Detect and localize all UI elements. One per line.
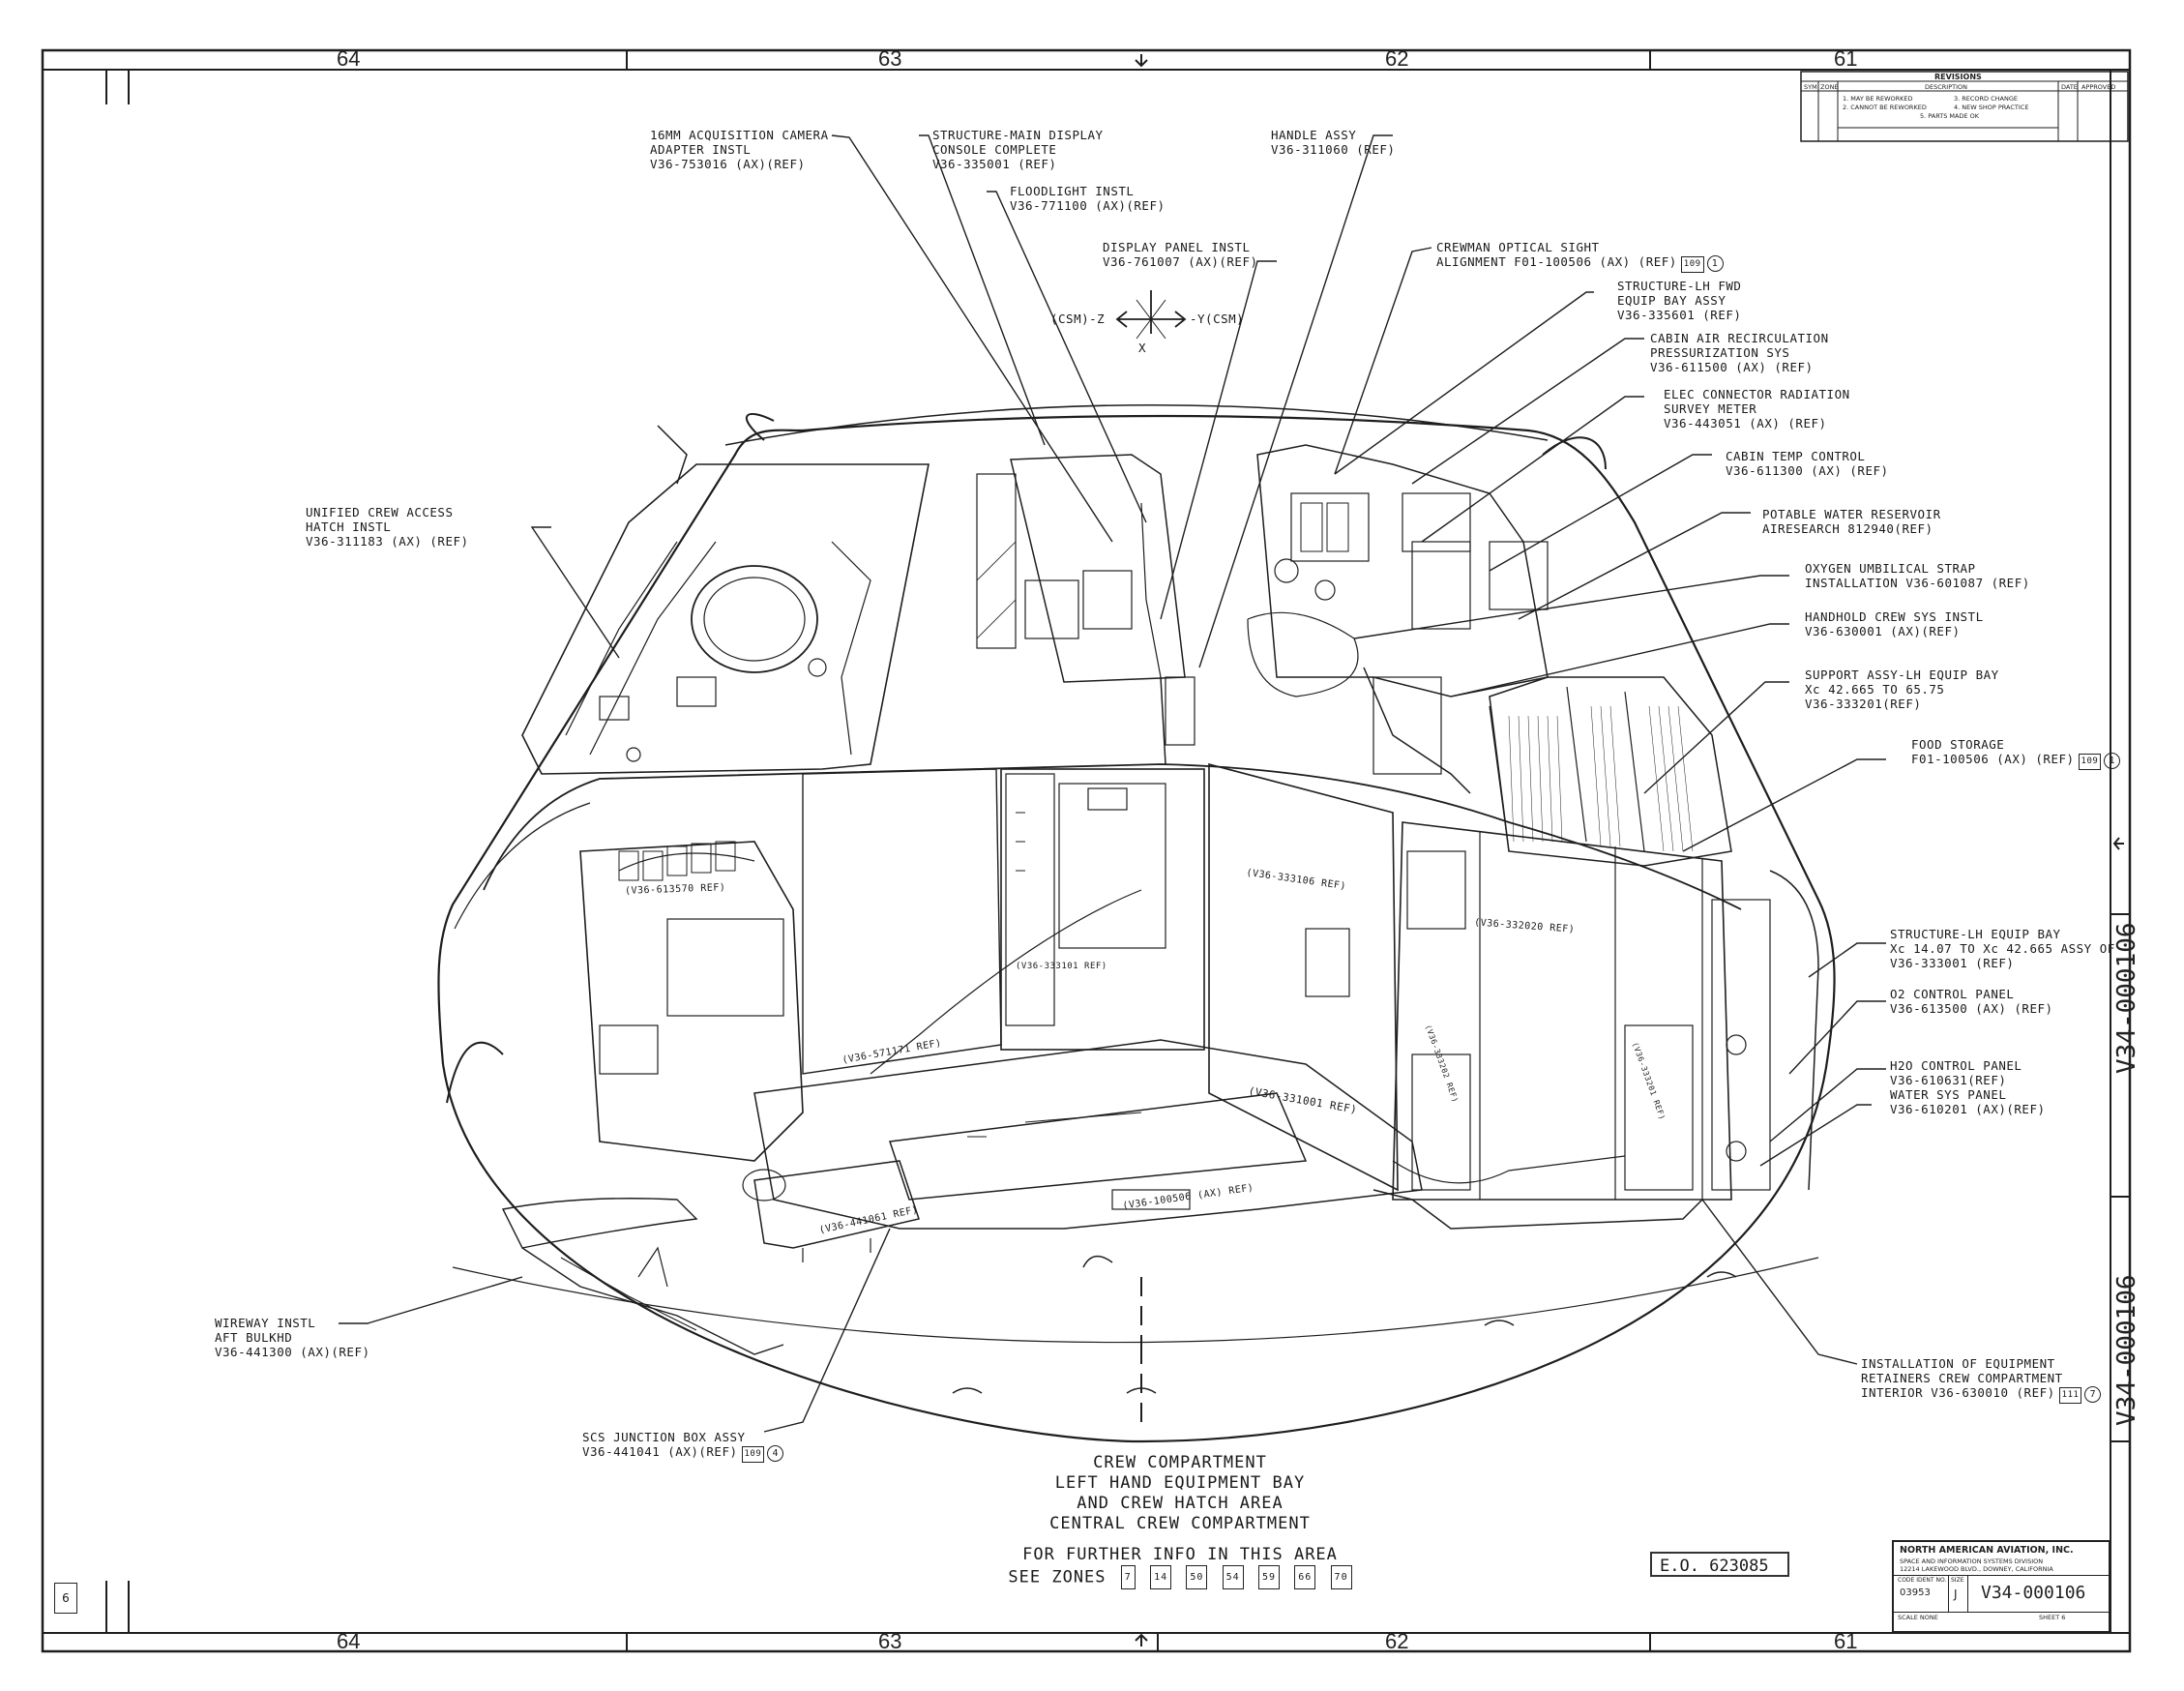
rev-note-3: 3. RECORD CHANGE [1954,95,2019,103]
company-name: NORTH AMERICAN AVIATION, INC. [1900,1545,2074,1556]
callout-retainers: INSTALLATION OF EQUIPMENT RETAINERS CREW… [1861,1356,2102,1404]
callout-handle: HANDLE ASSY V36-311060 (REF) [1271,128,1396,157]
zone-ref-box: 7 [1120,1565,1136,1589]
callout-connector: ELEC CONNECTOR RADIATION SURVEY METER V3… [1664,387,1850,430]
rev-header-description: DESCRIPTION [1925,83,1967,91]
callout-water-sys-panel: WATER SYS PANEL V36-610201 (AX)(REF) [1890,1087,2046,1116]
company-address: 12214 LAKEWOOD BLVD., DOWNEY, CALIFORNIA [1900,1565,2053,1573]
sheet-label: SHEET 6 [2039,1614,2066,1621]
callout-lh-equip-bay: STRUCTURE-LH EQUIP BAY Xc 14.07 TO Xc 42… [1890,927,2115,970]
code-ident: 03953 [1900,1587,1931,1598]
rev-header-zone: ZONE [1820,83,1839,91]
note-circle: 7 [2084,1386,2102,1403]
engineering-order-stamp: E.O. 623085 [1650,1552,1789,1577]
drawing-number: V34-000106 [1981,1583,2086,1603]
zone-ref-box: 14 [1150,1565,1172,1589]
callout-camera-adapter: 16MM ACQUISITION CAMERA ADAPTER INSTL V3… [650,128,829,171]
callout-oxygen-strap: OXYGEN UMBILICAL STRAP INSTALLATION V36-… [1805,561,2030,590]
callout-floodlight: FLOODLIGHT INSTL V36-771100 (AX)(REF) [1010,184,1166,213]
zone-ref-box: 54 [1222,1565,1244,1589]
rev-header-date: DATE [2061,83,2078,91]
code-ident-label: CODE IDENT NO. [1898,1577,1947,1584]
side-drawing-number: V34-000106 [2112,922,2141,1074]
revisions-title: REVISIONS [1934,73,1982,81]
size-label: SIZE [1951,1577,1964,1584]
drawing-size: J [1954,1587,1958,1601]
zone-bottom-63: 63 [878,1629,902,1653]
sheet-number-box: 6 [54,1583,77,1614]
note-circle: 1 [2104,753,2121,769]
callout-display-console: STRUCTURE-MAIN DISPLAY CONSOLE COMPLETE … [932,128,1104,171]
axis-label-y: -Y(CSM) [1190,312,1245,326]
callout-scs-junction-box: SCS JUNCTION BOX ASSY V36-441041 (AX)(RE… [582,1430,784,1463]
title-block: NORTH AMERICAN AVIATION, INC. SPACE AND … [1892,1540,2110,1633]
rev-header-approved: APPROVED [2081,83,2116,91]
zone-ref-box: 70 [1330,1565,1352,1589]
zone-ref-box: 59 [1257,1565,1280,1589]
zone-ref-box: 66 [1294,1565,1316,1589]
zone-bottom-62: 62 [1385,1629,1409,1653]
callout-lh-fwd-bay: STRUCTURE-LH FWD EQUIP BAY ASSY V36-3356… [1617,279,1742,322]
callout-wireway: WIREWAY INSTL AFT BULKHD V36-441300 (AX)… [215,1316,370,1359]
zone-bottom-61: 61 [1834,1629,1858,1653]
see-zones-note: FOR FURTHER INFO IN THIS AREA SEE ZONES … [967,1545,1393,1589]
drawing-caption: CREW COMPARTMENT LEFT HAND EQUIPMENT BAY… [1049,1453,1311,1533]
rev-note-2: 2. CANNOT BE REWORKED [1843,104,1927,111]
callout-display-panel: DISPLAY PANEL INSTL V36-761007 (AX)(REF) [1103,240,1258,269]
side-drawing-number: V34-000106 [2112,1274,2141,1426]
zone-top-61: 61 [1834,46,1858,71]
rev-note-1: 1. MAY BE REWORKED [1843,95,1913,103]
rev-note-4: 4. NEW SHOP PRACTICE [1954,104,2029,111]
callout-o2-panel: O2 CONTROL PANEL V36-613500 (AX) (REF) [1890,987,2053,1016]
rev-note-5: 5. PARTS MADE OK [1920,112,1980,120]
zone-top-63: 63 [878,46,902,71]
division-name: SPACE AND INFORMATION SYSTEMS DIVISION [1900,1558,2044,1565]
rev-header-sym: SYM [1804,83,1817,91]
zone-ref-box: 50 [1186,1565,1208,1589]
zone-top-64: 64 [337,46,361,71]
callout-water-reservoir: POTABLE WATER RESERVOIR AIRESEARCH 81294… [1762,507,1941,536]
zone-top-62: 62 [1385,46,1409,71]
scale-label: SCALE NONE [1898,1614,1938,1621]
note-circle: 1 [1706,255,1724,272]
zone-bottom-64: 64 [337,1629,361,1653]
callout-handhold: HANDHOLD CREW SYS INSTL V36-630001 (AX)(… [1805,609,1984,638]
callout-support-assy: SUPPORT ASSY-LH EQUIP BAY Xc 42.665 TO 6… [1805,668,1999,711]
callout-h2o-panel: H2O CONTROL PANEL V36-610631(REF) [1890,1058,2022,1087]
sheet-number: 6 [62,1591,70,1605]
part-label: (V36-333101 REF) [1016,962,1107,971]
zone-box: 109 [1680,256,1704,273]
callout-optical-sight: CREWMAN OPTICAL SIGHT ALIGNMENT F01-1005… [1436,240,1724,273]
axis-label-z: (CSM)-Z [1050,312,1106,326]
axis-label-x: X [1138,341,1147,355]
callout-hatch: UNIFIED CREW ACCESS HATCH INSTL V36-3111… [306,505,469,549]
zone-box: 109 [741,1446,765,1463]
callout-air-recirculation: CABIN AIR RECIRCULATION PRESSURIZATION S… [1650,331,1829,374]
callout-temp-control: CABIN TEMP CONTROL V36-611300 (AX) (REF) [1726,449,1889,478]
note-circle: 4 [767,1445,784,1462]
zone-box: 111 [2058,1387,2082,1404]
zone-box: 109 [2078,754,2102,770]
